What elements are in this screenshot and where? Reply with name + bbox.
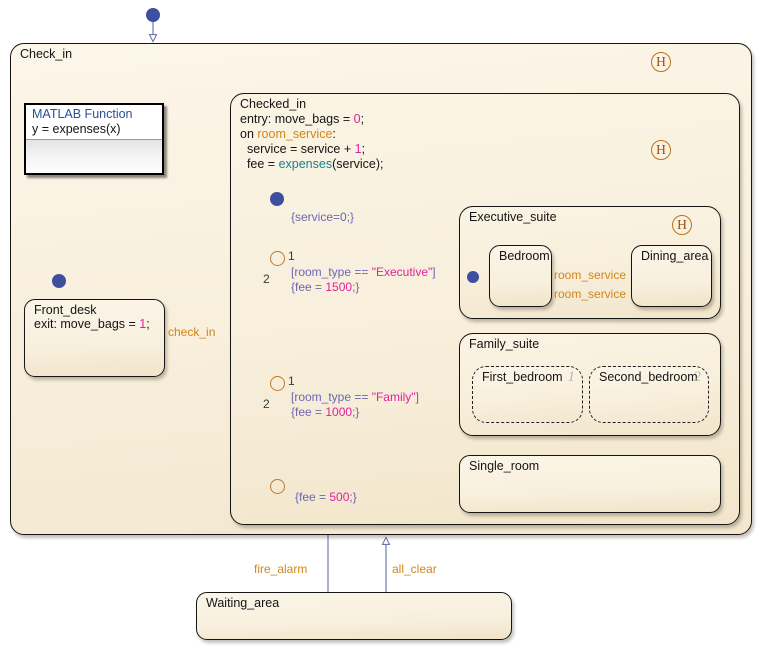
transition-label-room-service-to-bedroom: room_service (554, 287, 627, 301)
state-checked-in-actions: entry: move_bags = 0; on room_service: s… (240, 112, 384, 171)
state-waiting-area[interactable]: Waiting_area (196, 592, 512, 640)
state-waiting-area-label: Waiting_area (206, 596, 280, 610)
state-second-bedroom[interactable]: Second_bedroom 2 (589, 366, 709, 423)
junction-2[interactable] (270, 376, 285, 391)
history-icon-executive-suite[interactable]: H (672, 215, 692, 235)
junction-1[interactable] (270, 251, 285, 266)
default-transition-dot-checked-in[interactable] (270, 192, 284, 206)
matlab-function-signature: y = expenses(x) (26, 122, 162, 140)
transition-label-junction-1: [room_type == "Executive"]{fee = 1500;} (291, 265, 436, 294)
junction-1-branch-false: 2 (263, 272, 270, 286)
matlab-function-body (26, 140, 162, 172)
state-bedroom[interactable]: Bedroom (489, 245, 552, 307)
junction-1-branch-true: 1 (288, 249, 295, 263)
state-bedroom-label: Bedroom (499, 249, 550, 263)
state-second-bedroom-label: Second_bedroom (599, 370, 698, 384)
transition-label-junction-3: {fee = 500;} (295, 490, 357, 504)
matlab-function-title: MATLAB Function (32, 107, 133, 121)
state-single-room[interactable]: Single_room (459, 455, 721, 513)
state-first-bedroom-label: First_bedroom (482, 370, 563, 384)
history-icon-check-in[interactable]: H (651, 52, 671, 72)
transition-label-junction-2: [room_type == "Family"]{fee = 1000;} (291, 390, 419, 419)
default-transition-dot-front-desk[interactable] (52, 274, 66, 288)
transition-label-default-checked-in: {service=0;} (291, 210, 355, 224)
transition-label-room-service-to-dining: room_service (554, 268, 627, 282)
junction-2-branch-true: 1 (288, 374, 295, 388)
state-family-suite-label: Family_suite (469, 337, 540, 351)
transition-label-check-in: check_in (168, 325, 216, 339)
default-transition-dot-check-in[interactable] (146, 8, 160, 22)
matlab-function-block[interactable]: MATLAB Function y = expenses(x) (24, 103, 164, 175)
state-second-bedroom-order: 2 (693, 369, 702, 385)
state-front-desk[interactable]: Front_desk exit: move_bags = 1; (24, 299, 165, 377)
transition-label-fire-alarm: fire_alarm (254, 562, 308, 576)
junction-2-branch-false: 2 (263, 397, 270, 411)
state-front-desk-action: exit: move_bags = 1; (34, 317, 150, 331)
transition-label-all-clear: all_clear (392, 562, 437, 576)
history-icon-checked-in[interactable]: H (651, 140, 671, 160)
state-single-room-label: Single_room (469, 459, 540, 473)
state-front-desk-label: Front_desk (34, 303, 97, 317)
state-dining-area-label: Dining_area (641, 249, 709, 263)
junction-3[interactable] (270, 479, 285, 494)
state-first-bedroom-order: 1 (567, 369, 576, 385)
state-checked-in-label: Checked_in (240, 97, 307, 111)
default-transition-dot-bedroom[interactable] (467, 271, 479, 283)
state-dining-area[interactable]: Dining_area (631, 245, 712, 307)
state-executive-suite-label: Executive_suite (469, 210, 557, 224)
state-check-in-label: Check_in (20, 47, 73, 61)
state-first-bedroom[interactable]: First_bedroom 1 (472, 366, 583, 423)
